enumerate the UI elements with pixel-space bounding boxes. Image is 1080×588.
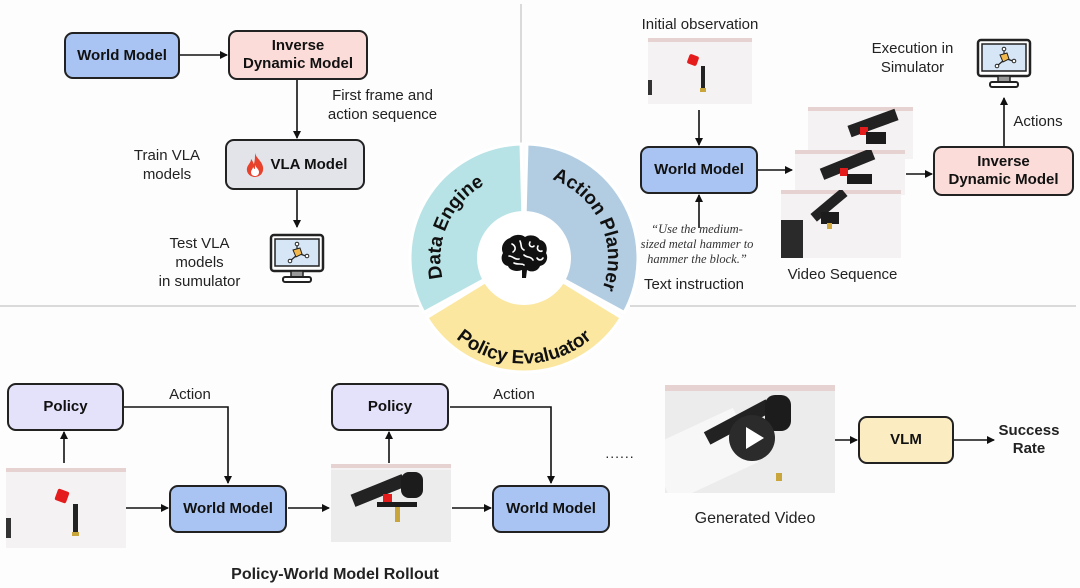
text-instruction-quote: “Use the medium- sized metal hammer to h… [634, 222, 760, 267]
play-button-icon[interactable] [729, 415, 775, 461]
initial-observation-image [648, 38, 752, 104]
success-line1: Success [998, 422, 1060, 439]
vla-model-box: VLA Model [225, 139, 365, 190]
success-rate-label: Success Rate [990, 422, 1068, 458]
test-vla-line2: models [175, 254, 224, 271]
idm-planner-line1: Inverse [977, 153, 1030, 170]
train-vla-line1: Train VLA [133, 147, 201, 164]
action-label-1: Action [169, 386, 211, 403]
vlm-label: VLM [890, 431, 922, 448]
first-frame-line1: First frame and [332, 87, 433, 104]
quote-line3: hammer the block.” [647, 252, 747, 266]
initial-observation-label: Initial observation [641, 16, 759, 33]
world-model-box-rollout-2: World Model [492, 485, 610, 533]
execution-in-simulator-label: Execution in Simulator [870, 39, 955, 77]
arrow-policy1-action [123, 406, 232, 484]
ring-segment-policy-evaluator [424, 256, 624, 374]
brain-icon [501, 234, 548, 278]
idm-label-line1: Inverse [271, 37, 325, 54]
policy-box-2: Policy [331, 383, 449, 431]
simulator-monitor-icon [269, 233, 325, 290]
generated-frame-image [331, 464, 451, 542]
world-model-box-planner: World Model [640, 146, 758, 194]
fire-icon [243, 152, 267, 178]
vla-model-label: VLA Model [270, 155, 348, 173]
rollout-caption: Policy-World Model Rollout [231, 566, 439, 583]
inverse-dynamic-model-box: Inverse Dynamic Model [228, 30, 368, 80]
simulator-monitor-icon-planner [976, 38, 1032, 95]
vertical-divider [520, 4, 522, 146]
inverse-dynamic-model-box-planner: Inverse Dynamic Model [933, 146, 1074, 196]
idm-label-line2: Dynamic Model [242, 55, 354, 72]
world-model-rollout-1-label: World Model [183, 500, 273, 517]
quote-line2: sized metal hammer to [640, 237, 754, 251]
arrow-policy2-action [450, 406, 555, 484]
world-model-label: World Model [77, 46, 167, 64]
test-vla-line1: Test VLA [169, 235, 230, 252]
train-vla-line2: models [142, 166, 192, 183]
generated-video-thumbnail[interactable] [665, 385, 835, 493]
world-model-planner-label: World Model [654, 161, 744, 178]
world-model-rollout-2-label: World Model [506, 500, 596, 517]
execution-line2: Simulator [880, 59, 945, 76]
first-frame-line2: action sequence [327, 106, 438, 123]
test-vla-label: Test VLA models in sumulator [152, 234, 247, 291]
video-frame-3 [781, 190, 901, 258]
world-model-box-rollout-1: World Model [169, 485, 287, 533]
success-line2: Rate [1012, 440, 1046, 457]
action-label-2: Action [493, 386, 535, 403]
policy-2-label: Policy [367, 398, 413, 415]
ellipsis: ...... [605, 445, 635, 461]
horizontal-divider-left [0, 305, 420, 307]
initial-frame-image [6, 468, 126, 548]
policy-1-label: Policy [43, 398, 88, 415]
execution-line1: Execution in [871, 40, 954, 57]
policy-box-1: Policy [7, 383, 124, 431]
train-vla-label: Train VLA models [128, 146, 206, 184]
video-frame-2 [795, 150, 905, 195]
text-instruction-label: Text instruction [643, 276, 745, 293]
generated-video-label: Generated Video [694, 510, 816, 527]
idm-planner-line2: Dynamic Model [948, 171, 1059, 188]
horizontal-divider-right [630, 305, 1076, 307]
quote-line1: “Use the medium- [651, 222, 743, 236]
first-frame-label: First frame and action sequence [320, 86, 445, 124]
test-vla-line3: in sumulator [158, 273, 241, 290]
world-model-box: World Model [64, 32, 180, 79]
vlm-box: VLM [858, 416, 954, 464]
video-sequence-label: Video Sequence [787, 266, 898, 283]
actions-label: Actions [1013, 113, 1063, 130]
